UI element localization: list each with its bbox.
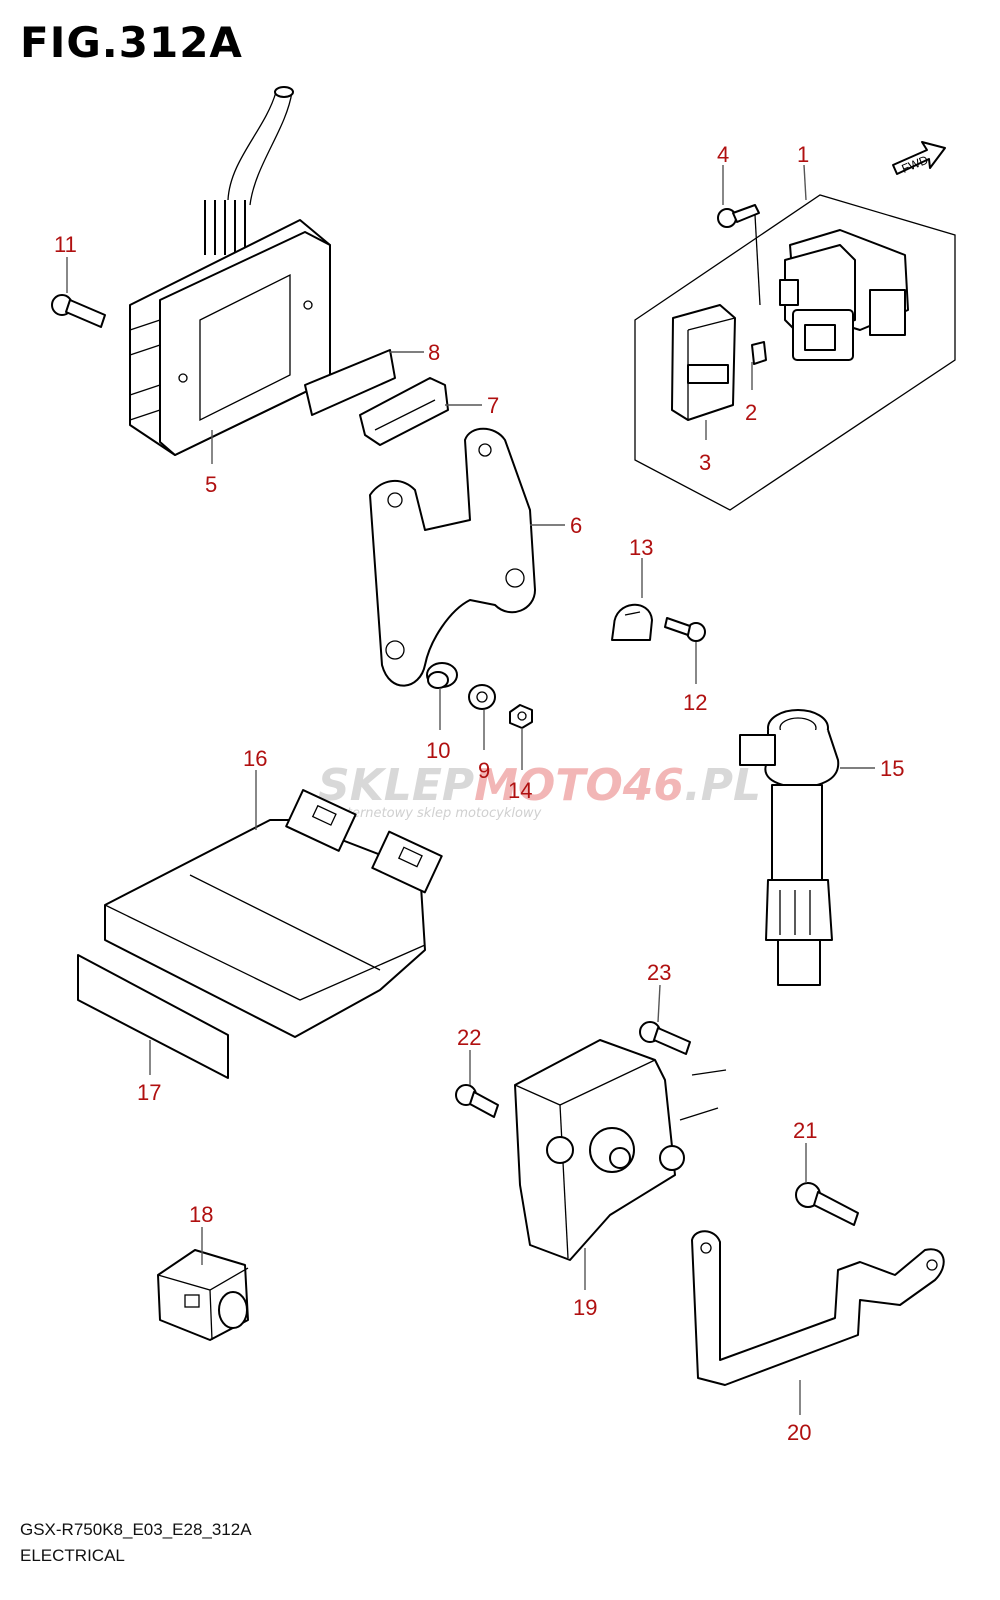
starter-relay-part	[779, 229, 909, 361]
callout-18: 18	[189, 1202, 213, 1227]
svg-text:SKLEPMOTO46.PL: SKLEPMOTO46.PL	[318, 760, 761, 811]
ecm-unit-part-16	[104, 789, 443, 1038]
bolt-part-21	[795, 1182, 859, 1226]
fwd-label: FWD	[900, 153, 931, 176]
callout-3: 3	[699, 450, 711, 475]
callout-12: 12	[683, 690, 707, 715]
ignition-coil-part-15	[739, 709, 840, 986]
screw-part-4	[717, 204, 760, 228]
bolt-part-11	[51, 294, 106, 328]
bolt-part-12	[664, 617, 706, 642]
watermark-tagline: internetowy sklep motocyklowy	[335, 806, 542, 821]
callout-19: 19	[573, 1295, 597, 1320]
callout-2: 2	[745, 400, 757, 425]
callout-9: 9	[478, 758, 490, 783]
callout-10: 10	[426, 738, 450, 763]
callout-17: 17	[137, 1080, 161, 1105]
connector-part-18	[157, 1249, 249, 1341]
regulator-rectifier-part	[129, 86, 331, 456]
callout-23: 23	[647, 960, 671, 985]
callout-15: 15	[880, 756, 904, 781]
watermark-brand-mid: MOTO	[474, 760, 623, 811]
section-name: ELECTRICAL	[20, 1546, 125, 1565]
callout-8: 8	[428, 340, 440, 365]
callout-22: 22	[457, 1025, 481, 1050]
watermark-brand-right: .PL	[684, 760, 761, 811]
nut-part-14	[509, 704, 533, 729]
ecm-pad-part-17	[77, 954, 229, 1079]
fwd-arrow-icon: FWD	[892, 141, 946, 176]
callout-21: 21	[793, 1118, 817, 1143]
callout-4: 4	[717, 142, 729, 167]
collar-part-9	[468, 684, 496, 710]
callout-14: 14	[508, 778, 532, 803]
callout-1: 1	[797, 142, 809, 167]
callout-5: 5	[205, 472, 217, 497]
fuse-part	[751, 341, 767, 365]
watermark-brand-left: SKLEP	[318, 760, 474, 811]
bolt-part-22	[455, 1084, 499, 1118]
bracket-part-6	[369, 427, 536, 687]
callout-16: 16	[243, 746, 267, 771]
callout-20: 20	[787, 1420, 811, 1445]
bolt-part-23	[639, 1021, 691, 1055]
grommet-part-10	[426, 662, 458, 689]
bracket-part-20	[691, 1230, 945, 1386]
callout-labels: 1 2 3 4 5 6 7 8 9 10 11 12 13 14 15 16 1…	[54, 142, 904, 1445]
relay-cover-part	[671, 304, 736, 421]
watermark-brand-num: 46	[622, 760, 684, 811]
callout-7: 7	[487, 393, 499, 418]
cushion-pad-part-8	[304, 349, 396, 416]
rubber-cushion-part-7	[359, 377, 449, 446]
leader-lines	[66, 164, 875, 1415]
watermark: SKLEPMOTO46.PL internetowy sklep motocyk…	[318, 760, 761, 821]
callout-13: 13	[629, 535, 653, 560]
sensor-housing-part-19	[514, 1039, 727, 1261]
clamp-part-13	[611, 603, 653, 641]
callout-11: 11	[54, 232, 77, 257]
figure-title: FIG.312A	[20, 18, 243, 67]
callout-6: 6	[570, 513, 582, 538]
relay-assembly-box	[634, 194, 956, 511]
model-code: GSX-R750K8_E03_E28_312A	[20, 1520, 252, 1539]
